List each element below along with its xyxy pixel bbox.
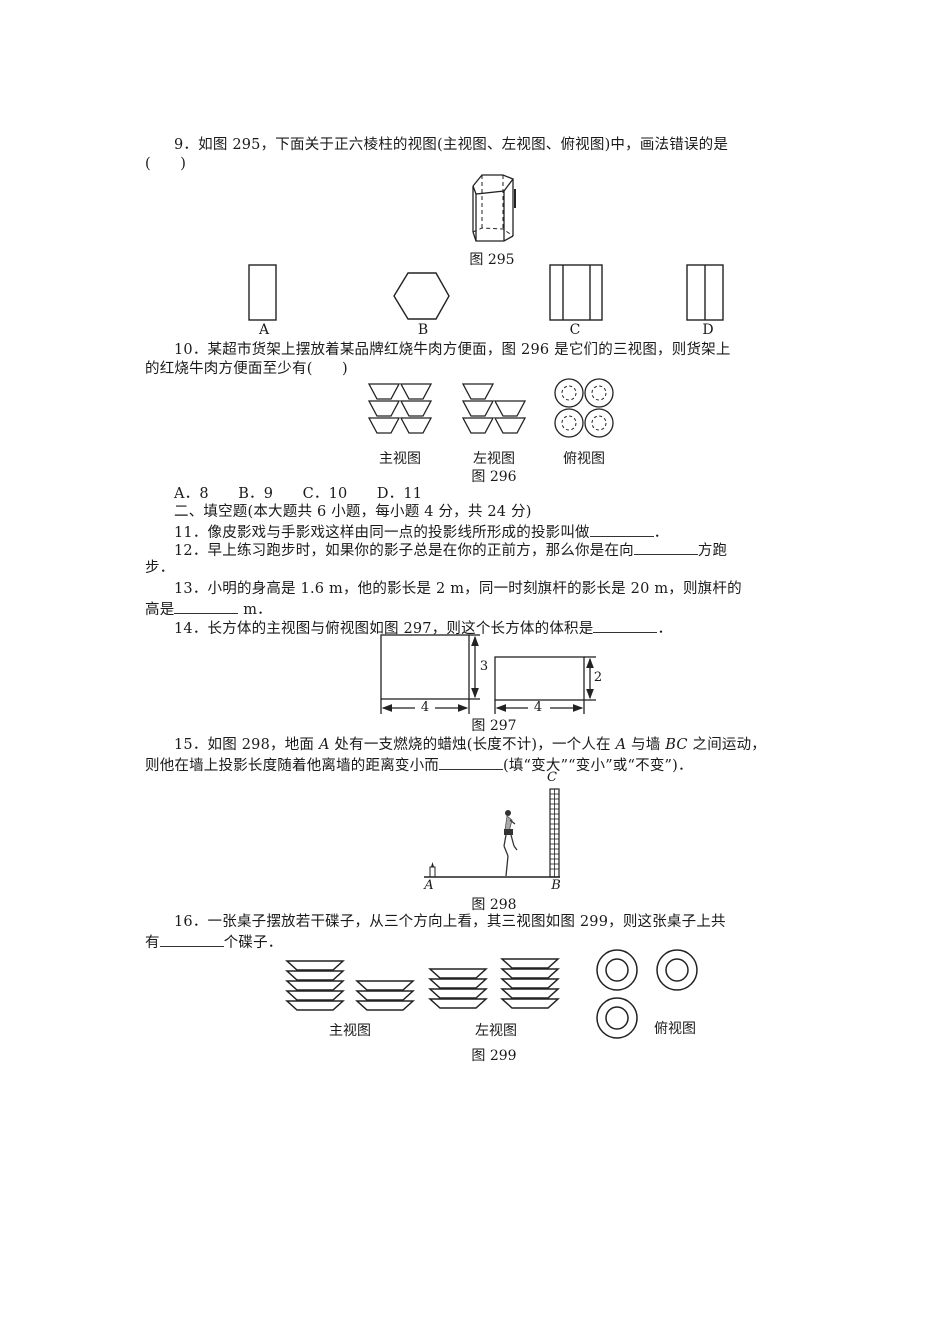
q16-line2: 有个碟子． bbox=[145, 932, 283, 952]
top-width-dim: 4 bbox=[533, 700, 543, 715]
q14-answer-blank[interactable] bbox=[593, 618, 658, 633]
option-c-label[interactable]: C bbox=[569, 322, 581, 338]
figure-299-caption: 图 299 bbox=[471, 1048, 517, 1064]
option-d-shape bbox=[686, 264, 724, 321]
plates-top-view bbox=[596, 949, 698, 1039]
q12-line1: 12．早上练习跑步时，如果你的影子总是在你的正前方，那么你是在向方跑 bbox=[174, 540, 727, 560]
option-d-label[interactable]: D bbox=[702, 322, 714, 338]
option-b-hexagon bbox=[393, 272, 450, 320]
q15-line2: 则他在墙上投影长度随着他离墙的距离变小而(填“变大”“变小”或“不变”)． bbox=[145, 755, 693, 775]
point-a-label: A bbox=[424, 878, 434, 893]
q10-top-view-label: 俯视图 bbox=[563, 451, 605, 467]
figure-295-caption: 图 295 bbox=[469, 252, 515, 268]
q16-top-view-label: 俯视图 bbox=[654, 1021, 696, 1037]
q14-line: 14．长方体的主视图与俯视图如图 297，则这个长方体的体积是． bbox=[174, 618, 672, 638]
top-depth-dim: 2 bbox=[593, 670, 603, 685]
front-width-dim: 4 bbox=[420, 700, 430, 715]
q16-line1: 16．一张桌子摆放若干碟子，从三个方向上看，其三视图如图 299，则这张桌子上共 bbox=[174, 914, 726, 930]
option-c-shape bbox=[549, 264, 603, 321]
q10-line2: 的红烧牛肉方便面至少有( ) bbox=[145, 361, 348, 377]
hexagonal-prism-figure bbox=[472, 174, 516, 242]
option-a-label[interactable]: A bbox=[258, 322, 270, 338]
cuboid-views-figure bbox=[380, 634, 596, 714]
q11-text: 11．像皮影戏与手影戏这样由同一点的投影线所形成的投影叫做 bbox=[174, 525, 590, 541]
q9-line1: 9．如图 295，下面关于正六棱柱的视图(主视图、左视图、俯视图)中，画法错误的… bbox=[174, 137, 729, 153]
point-c-label: C bbox=[547, 770, 557, 785]
q16-front-view-label: 主视图 bbox=[329, 1023, 371, 1039]
q12-line2: 步． bbox=[145, 560, 175, 576]
q15-answer-blank[interactable] bbox=[439, 755, 503, 770]
q13-line2: 高是 m． bbox=[145, 599, 272, 619]
q10-left-view-label: 左视图 bbox=[473, 451, 515, 467]
noodle-top-view bbox=[554, 378, 614, 438]
front-height-dim: 3 bbox=[479, 659, 489, 674]
q11-line: 11．像皮影戏与手影戏这样由同一点的投影线所形成的投影叫做． bbox=[174, 522, 668, 542]
figure-296-caption: 图 296 bbox=[471, 469, 517, 485]
candle-wall-figure bbox=[424, 788, 560, 878]
plates-front-view bbox=[285, 960, 415, 1011]
q16-left-view-label: 左视图 bbox=[475, 1023, 517, 1039]
figure-297-caption: 图 297 bbox=[471, 718, 517, 734]
q13-line1: 13．小明的身高是 1.6 m，他的影长是 2 m，同一时刻旗杆的影长是 20 … bbox=[174, 581, 742, 597]
option-b-label[interactable]: B bbox=[417, 322, 429, 338]
point-b-label: B bbox=[551, 878, 561, 893]
noodle-left-view bbox=[461, 383, 527, 434]
q15-line1: 15．如图 298，地面 A 处有一支燃烧的蜡烛(长度不计)，一个人在 A 与墙… bbox=[174, 737, 766, 753]
q12-answer-blank[interactable] bbox=[633, 540, 698, 555]
q13-answer-blank[interactable] bbox=[174, 599, 239, 614]
runner-icon bbox=[503, 810, 518, 877]
plates-left-view bbox=[428, 958, 560, 1009]
q11-answer-blank[interactable] bbox=[589, 522, 654, 537]
q10-front-view-label: 主视图 bbox=[379, 451, 421, 467]
noodle-front-view bbox=[367, 383, 433, 434]
figure-298-caption: 图 298 bbox=[471, 897, 517, 913]
q10-choices[interactable]: A．8 B．9 C．10 D．11 bbox=[174, 486, 423, 502]
q9-answer-paren[interactable]: ( ) bbox=[145, 156, 187, 172]
option-a-shape bbox=[248, 264, 277, 321]
q10-line1: 10．某超市货架上摆放着某品牌红烧牛肉方便面，图 296 是它们的三视图，则货架… bbox=[174, 342, 731, 358]
section-2-heading: 二、填空题(本大题共 6 小题，每小题 4 分，共 24 分) bbox=[174, 504, 532, 520]
q16-answer-blank[interactable] bbox=[159, 932, 224, 947]
